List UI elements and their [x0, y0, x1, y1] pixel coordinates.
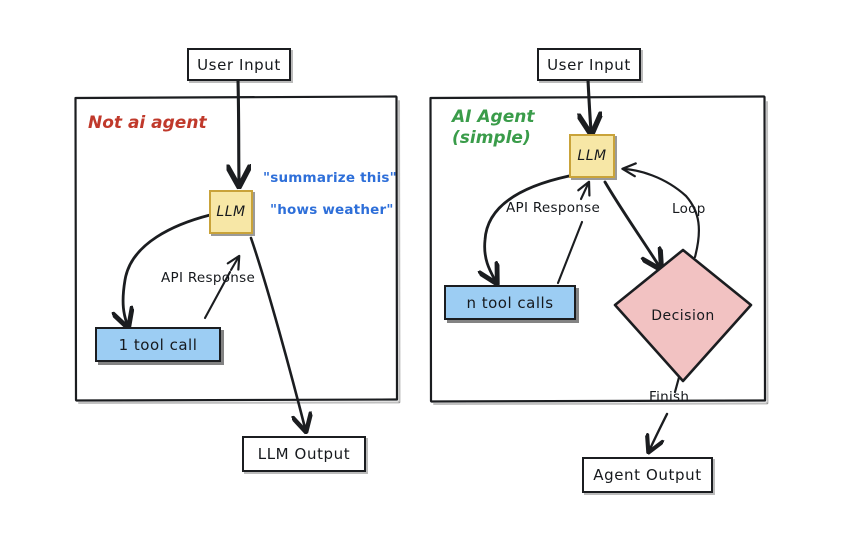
- quote-summarize-this: "summarize this": [263, 170, 397, 186]
- edge-right-toolcalls-to-llm: [556, 220, 584, 285]
- node-llm-right[interactable]: LLM: [569, 134, 615, 178]
- edge-left-userinput-to-llm: [238, 78, 239, 182]
- right-panel-border-shadow: [433, 101, 769, 405]
- edge-label-loop: Loop: [672, 201, 706, 217]
- edge-label-api-response-right: API Response: [506, 200, 601, 216]
- edge-label-api-response-left: API Response: [161, 270, 256, 286]
- quote-hows-weather: "hows weather": [270, 202, 394, 218]
- left-panel-title: Not ai agent: [88, 113, 207, 133]
- node-tool-call-left[interactable]: 1 tool call: [95, 327, 221, 362]
- edge-right-llm-to-toolcalls: [485, 174, 571, 280]
- right-panel-border: [429, 95, 767, 403]
- node-llm-left[interactable]: LLM: [209, 190, 253, 234]
- edge-left-toolcall-to-llm: [203, 270, 232, 320]
- edge-label-finish: Finish: [649, 389, 690, 405]
- decision-diamond-shape: [613, 248, 753, 383]
- edge-right-decision-to-llm-loop: [621, 162, 700, 259]
- edge-right-llm-to-decision: [603, 180, 659, 266]
- edge-right-api-response-arrow: [577, 180, 591, 201]
- edge-left-api-response-arrow: [226, 254, 241, 272]
- node-agent-output[interactable]: Agent Output: [582, 457, 713, 493]
- node-user-input-right[interactable]: User Input: [537, 48, 641, 81]
- right-panel-title: AI Agent (simple): [452, 107, 535, 149]
- node-llm-output[interactable]: LLM Output: [242, 436, 366, 472]
- edge-left-llm-to-toolcall: [123, 213, 212, 324]
- edge-left-llm-to-output: [249, 236, 305, 428]
- left-panel-border: [74, 95, 399, 402]
- node-decision[interactable]: Decision: [615, 250, 751, 381]
- edge-right-userinput-to-llm: [588, 78, 591, 130]
- node-tool-calls-right[interactable]: n tool calls: [444, 285, 576, 320]
- decision-label: Decision: [651, 307, 715, 324]
- edge-right-finish-to-output: [650, 412, 669, 449]
- left-panel-border-shadow: [78, 100, 401, 404]
- node-user-input-left[interactable]: User Input: [187, 48, 291, 81]
